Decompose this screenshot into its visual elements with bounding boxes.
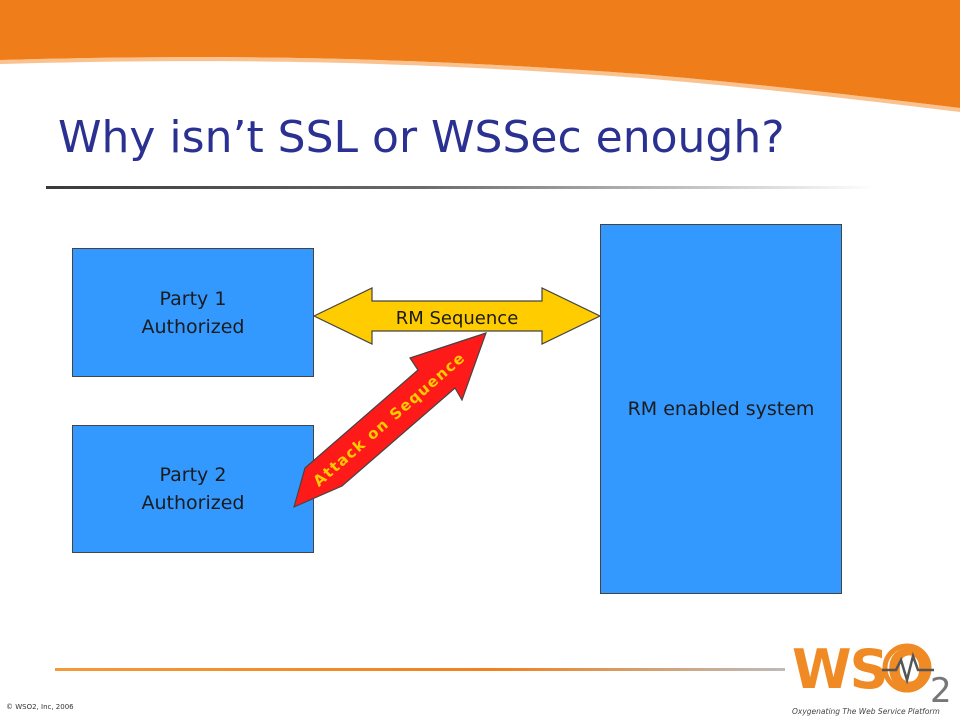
party-1-name: Party 1 xyxy=(159,287,227,310)
party-2-name: Party 2 xyxy=(159,464,227,486)
copyright-notice: © WSO2, Inc, 2006 xyxy=(6,703,74,711)
title-underline xyxy=(46,186,876,189)
rm-system-label: RM enabled system xyxy=(627,398,815,420)
party-2-box: Party 2 Authorized xyxy=(72,425,314,553)
attack-arrow: Attack on Sequence xyxy=(293,332,487,509)
wso2-logo: WSO 2 Oxygenating The Web Service Platfo… xyxy=(792,638,952,716)
logo-tagline: Oxygenating The Web Service Platform xyxy=(792,707,940,716)
party-2-status: Authorized xyxy=(141,492,245,514)
attack-label: Attack on Sequence xyxy=(310,348,469,490)
pulse-circle-icon xyxy=(882,643,934,693)
party-1-box: Party 1 Authorized xyxy=(72,248,314,377)
rm-enabled-system-box: RM enabled system xyxy=(600,224,842,594)
logo-subscript: 2 xyxy=(930,671,952,711)
rm-sequence-label: RM Sequence xyxy=(396,308,519,329)
slide-title: Why isn’t SSL or WSSec enough? xyxy=(58,112,785,163)
party-1-status: Authorized xyxy=(141,315,245,338)
rm-sequence-arrow: RM Sequence xyxy=(312,287,602,345)
footer-rule xyxy=(55,668,785,671)
header-banner xyxy=(0,0,960,112)
